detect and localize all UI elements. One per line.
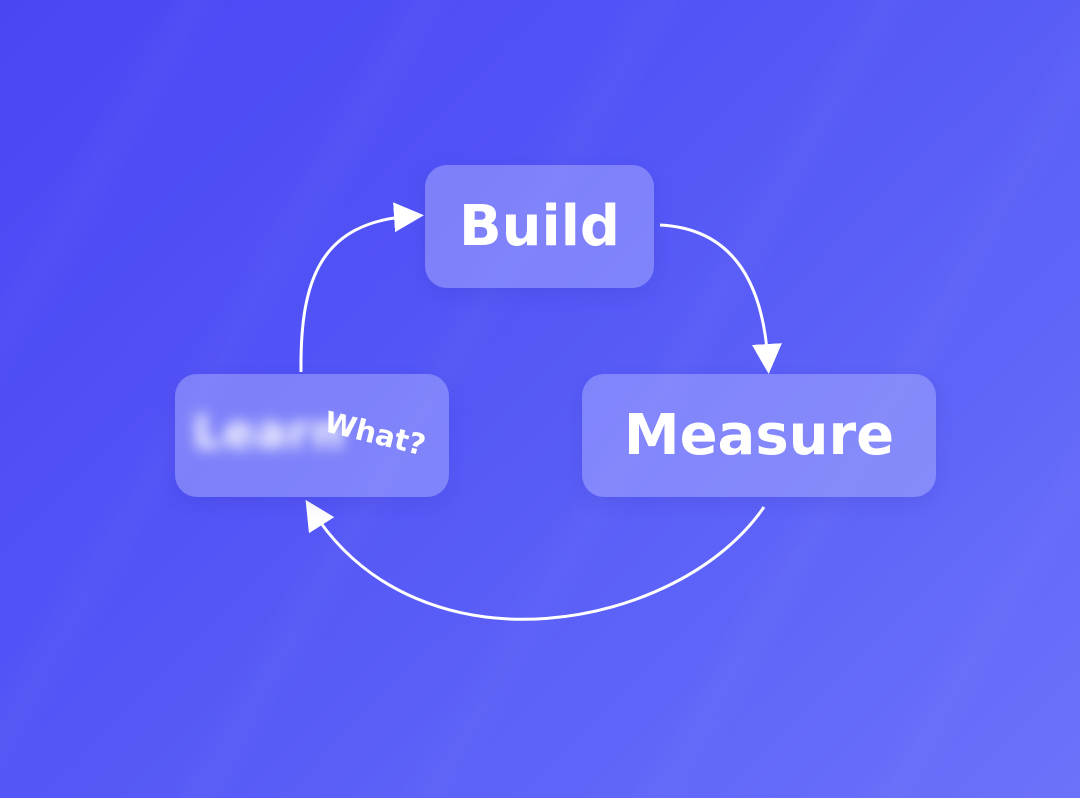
build-node: Build [425,165,654,288]
learn-node: Learn What? [175,374,449,497]
build-label: Build [458,194,621,259]
arrow-learn-to-build [299,202,424,373]
arrow-measure-to-learn [305,499,766,621]
measure-node: Measure [582,374,936,497]
arrow-build-to-measure [659,223,782,374]
learn-blurred-label: Learn [193,405,345,459]
measure-label: Measure [623,403,895,468]
